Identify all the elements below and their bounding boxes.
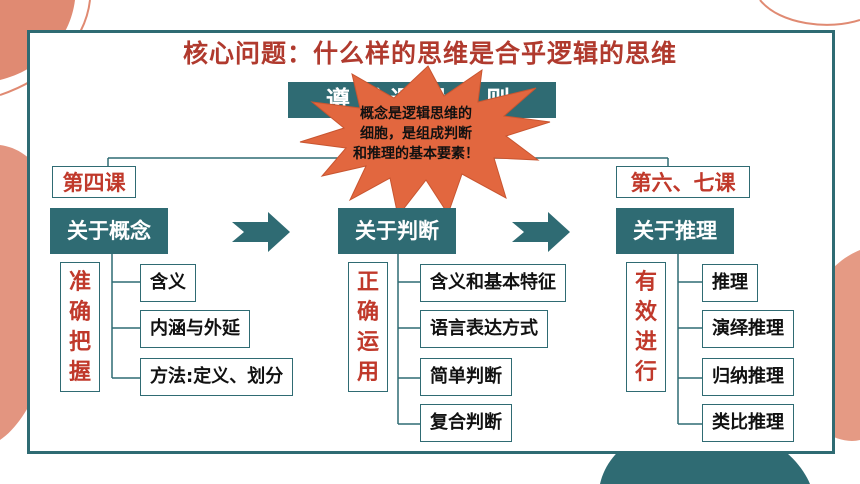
- item-analogical: 类比推理: [702, 404, 794, 442]
- item-compound-judgment: 复合判断: [420, 404, 512, 442]
- starburst-shape: [299, 65, 551, 218]
- item-language-forms: 语言表达方式: [420, 310, 548, 348]
- side-label-conduct: 有效进行: [626, 262, 666, 392]
- item-simple-judgment: 简单判断: [420, 358, 512, 396]
- callout-text: 概念是逻辑思维的 细胞，是组成判断 和推理的基本要素！: [353, 106, 479, 162]
- item-judgment-features: 含义和基本特征: [420, 264, 566, 302]
- item-meaning: 含义: [140, 264, 196, 302]
- salmon-outline-top-right: [759, 0, 860, 26]
- topic-judgment: 关于判断: [338, 208, 456, 254]
- side-label-grasp: 准确把握: [60, 262, 100, 392]
- lesson-label-6-7: 第六、七课: [616, 166, 750, 198]
- topic-concept: 关于概念: [50, 208, 168, 254]
- item-inductive: 归纳推理: [702, 358, 794, 396]
- item-methods: 方法:定义、划分: [140, 358, 294, 396]
- arrow-right-icon: [512, 212, 570, 252]
- page-title: 核心问题：什么样的思维是合乎逻辑的思维: [182, 39, 677, 68]
- item-intension-extension: 内涵与外延: [140, 310, 250, 348]
- arrow-right-icon: [232, 212, 290, 252]
- side-label-apply: 正确运用: [348, 262, 388, 392]
- lesson-label-4: 第四课: [52, 166, 136, 198]
- topic-reasoning: 关于推理: [616, 208, 734, 254]
- item-deductive: 演绎推理: [702, 310, 794, 348]
- item-reasoning: 推理: [702, 264, 758, 302]
